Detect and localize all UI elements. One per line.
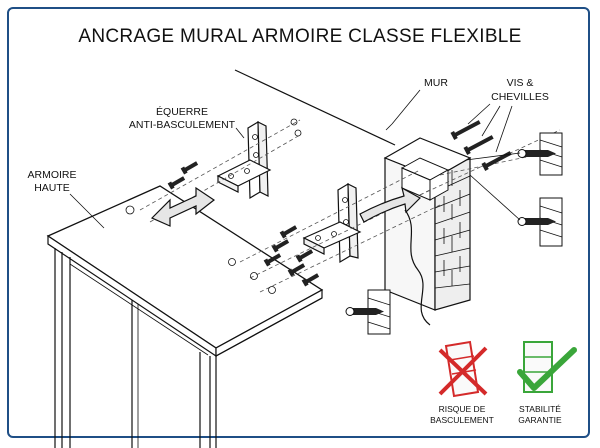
tall-cabinet xyxy=(46,185,324,448)
label-screws-line2: CHEVILLES xyxy=(491,91,549,103)
risk-caption-line1: RISQUE DE xyxy=(439,404,486,414)
risk-badge: RISQUE DE BASCULEMENT xyxy=(430,340,494,425)
stable-caption-line2: GARANTIE xyxy=(518,415,562,425)
stable-cabinet-check-icon xyxy=(517,341,577,393)
stable-badge: STABILITÉ GARANTIE xyxy=(517,341,577,425)
label-bracket-line2: ANTI-BASCULEMENT xyxy=(129,119,236,131)
label-cabinet-line1: ARMOIRE xyxy=(27,169,76,181)
anchor-detail-top xyxy=(517,132,563,176)
label-wall: MUR xyxy=(424,77,448,89)
lower-bracket xyxy=(302,182,362,264)
page-title: ANCRAGE MURAL ARMOIRE CLASSE FLEXIBLE xyxy=(78,26,521,47)
label-bracket-line1: ÉQUERRE xyxy=(156,105,208,118)
anchor-detail-lower xyxy=(345,289,391,335)
direction-arrows xyxy=(150,186,421,227)
right-arrow-icon xyxy=(359,186,421,223)
anchor-detail-mid xyxy=(517,197,563,247)
tipping-cabinet-cross-icon xyxy=(438,340,488,398)
wall-ceiling-line xyxy=(234,69,396,146)
risk-caption-line2: BASCULEMENT xyxy=(430,415,494,425)
label-screws-line1: VIS & xyxy=(507,77,534,89)
label-cabinet-line2: HAUTE xyxy=(34,182,70,194)
wall xyxy=(383,137,472,326)
upper-bracket xyxy=(216,120,272,200)
screws xyxy=(125,118,512,294)
stable-caption-line1: STABILITÉ xyxy=(519,404,561,414)
double-arrow-icon xyxy=(150,186,216,227)
page-border xyxy=(7,7,590,438)
